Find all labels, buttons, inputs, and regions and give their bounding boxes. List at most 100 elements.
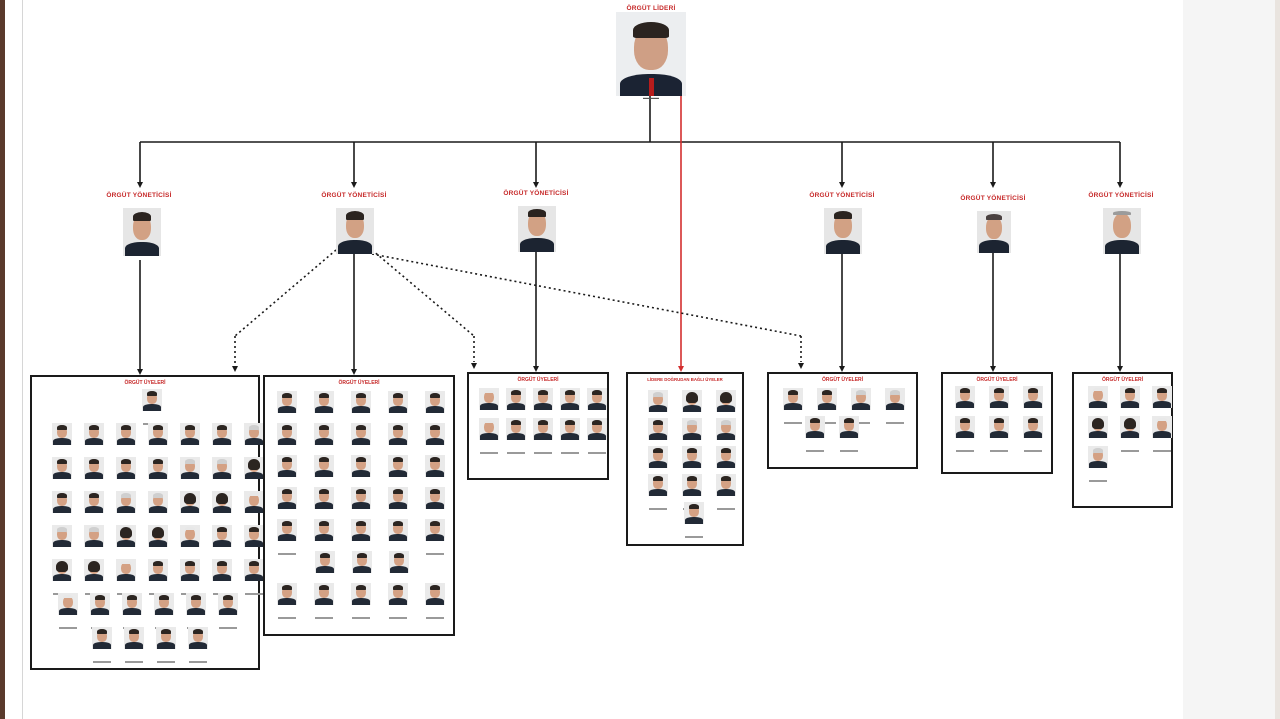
member-portrait: [146, 423, 170, 459]
arrow-head: [839, 366, 845, 372]
member-portrait: [781, 388, 805, 424]
member-portrait: [1118, 416, 1142, 452]
member-portrait: [987, 386, 1011, 422]
member-portrait: [152, 593, 176, 629]
arrow-head: [351, 369, 357, 375]
member-portrait: [216, 593, 240, 629]
member-portrait: [50, 525, 74, 561]
arrow-head: [1117, 366, 1123, 372]
member-portrait: [275, 455, 299, 491]
member-portrait: [953, 416, 977, 452]
dotted-link-3: [371, 253, 802, 337]
member-portrait: [714, 390, 738, 426]
member-box-5-title: ÖRGÜT ÜYELERİ: [821, 377, 864, 383]
member-portrait: [423, 519, 447, 555]
member-portrait: [50, 457, 74, 493]
leader-role-label: ÖRGÜT LİDERİ: [626, 5, 676, 12]
member-portrait: [504, 418, 528, 454]
member-portrait: [349, 487, 373, 523]
member-portrait: [186, 627, 210, 663]
manager-5-role: ÖRGÜT YÖNETİCİSİ: [960, 195, 1026, 202]
member-portrait: [714, 418, 738, 454]
member-portrait: [154, 627, 178, 663]
member-portrait: [386, 391, 410, 427]
member-portrait: [349, 423, 373, 459]
member-portrait: [210, 525, 234, 561]
member-portrait: [90, 627, 114, 663]
member-portrait: [646, 418, 670, 454]
member-portrait: [82, 559, 106, 595]
member-portrait: [114, 559, 138, 595]
member-portrait: [275, 583, 299, 619]
member-portrait: [531, 418, 555, 454]
member-portrait: [680, 418, 704, 454]
member-portrait: [312, 455, 336, 491]
member-portrait: [680, 446, 704, 482]
left-background: [0, 0, 22, 719]
member-box-1-title: ÖRGÜT ÜYELERİ: [124, 380, 166, 386]
arrow-head: [137, 369, 143, 375]
member-box-1: ÖRGÜT ÜYELERİ: [30, 375, 264, 670]
arrow-head: [798, 363, 804, 369]
member-box-6-title: ÖRGÜT ÜYELERİ: [976, 377, 1018, 383]
member-portrait: [114, 525, 138, 561]
member-portrait: [350, 551, 374, 587]
member-portrait: [88, 593, 112, 629]
arrow-head: [471, 363, 477, 369]
member-portrait: [1150, 386, 1174, 422]
member-portrait: [312, 423, 336, 459]
member-portrait: [120, 593, 144, 629]
member-portrait: [312, 487, 336, 523]
manager-6-portrait: [1103, 208, 1141, 254]
member-portrait: [82, 491, 106, 527]
member-portrait: [178, 525, 202, 561]
member-portrait: [349, 391, 373, 427]
manager-4-portrait: [824, 208, 862, 254]
manager-5-portrait: [977, 211, 1011, 253]
member-portrait: [386, 519, 410, 555]
member-portrait: [313, 551, 337, 587]
arrow-head: [533, 182, 539, 188]
member-portrait: [210, 423, 234, 459]
member-portrait: [56, 593, 80, 629]
member-portrait: [987, 416, 1011, 452]
member-portrait: [815, 388, 839, 424]
leader-linked-box: LİDERE DOĞRUDAN BAĞLI ÜYELER: [626, 372, 744, 546]
member-portrait: [883, 388, 907, 424]
member-portrait: [312, 583, 336, 619]
arrow-head: [137, 182, 143, 188]
member-portrait: [423, 487, 447, 523]
manager-6-role: ÖRGÜT YÖNETİCİSİ: [1088, 192, 1154, 199]
member-portrait: [386, 455, 410, 491]
member-portrait: [312, 391, 336, 427]
member-box-6: ÖRGÜT ÜYELERİ: [941, 372, 1053, 474]
member-portrait: [122, 627, 146, 663]
member-portrait: [386, 487, 410, 523]
member-portrait: [114, 423, 138, 459]
arrow-head: [990, 366, 996, 372]
dotted-link-1: [234, 249, 337, 337]
member-portrait: [423, 455, 447, 491]
member-portrait: [275, 391, 299, 427]
arrow-head: [533, 366, 539, 372]
member-portrait: [386, 423, 410, 459]
arrow-head: [1117, 182, 1123, 188]
arrow-head: [351, 182, 357, 188]
member-portrait: [210, 457, 234, 493]
member-portrait: [423, 423, 447, 459]
member-box-7-title: ÖRGÜT ÜYELERİ: [1101, 377, 1144, 383]
member-portrait: [349, 455, 373, 491]
member-portrait: [1086, 446, 1110, 482]
arrow-head: [678, 366, 684, 372]
member-portrait: [477, 418, 501, 454]
manager-2-portrait: [336, 208, 374, 254]
member-portrait: [178, 457, 202, 493]
member-portrait: [714, 446, 738, 482]
arrow-head: [839, 182, 845, 188]
member-portrait: [646, 474, 670, 510]
member-portrait: [114, 457, 138, 493]
leader-linked-box-title: LİDERE DOĞRUDAN BAĞLI ÜYELER: [647, 377, 723, 382]
member-box-3: ÖRGÜT ÜYELERİ: [467, 372, 609, 480]
member-box-2-title: ÖRGÜT ÜYELERİ: [338, 380, 380, 386]
